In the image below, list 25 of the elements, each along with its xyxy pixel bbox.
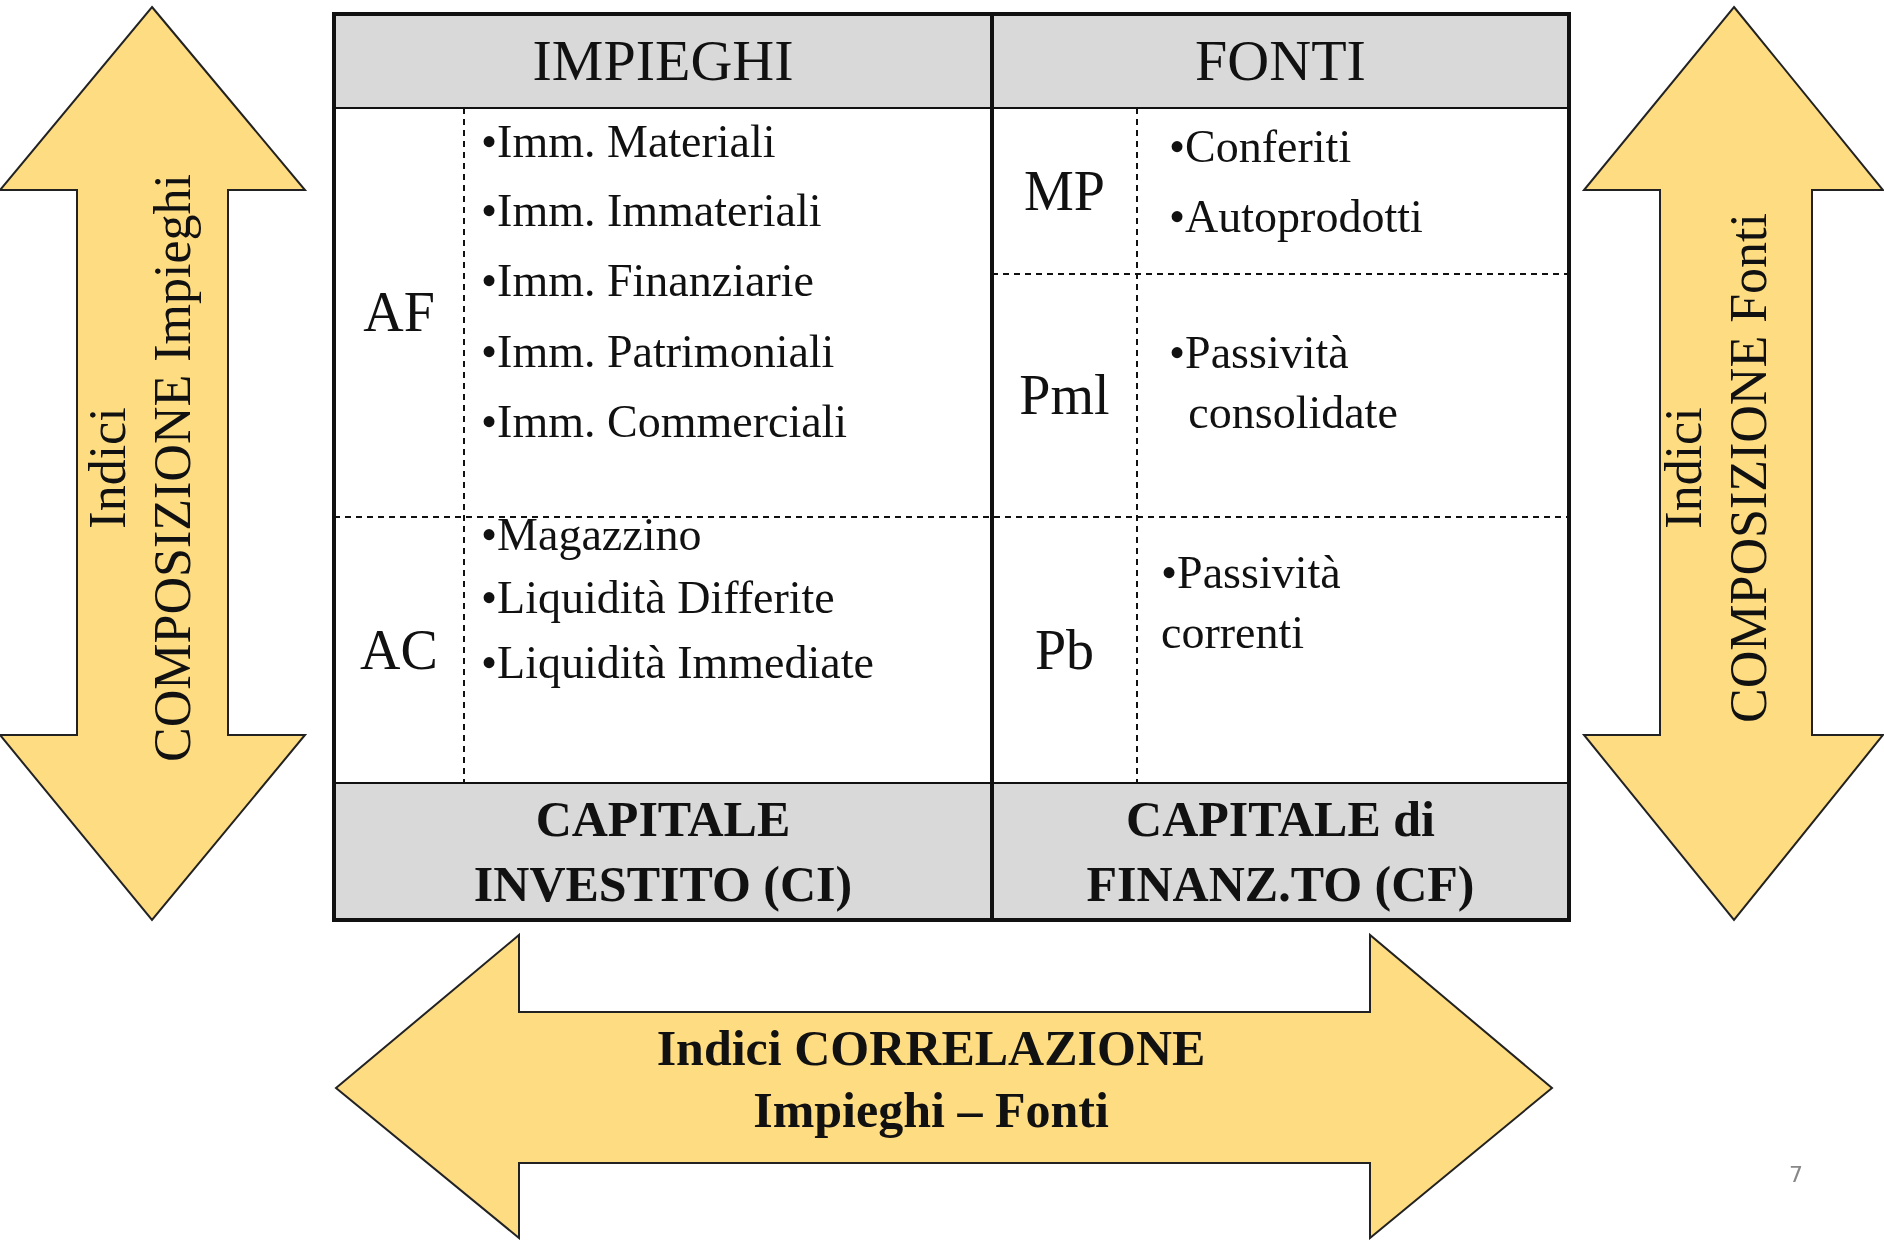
- page-number: 7: [1789, 1160, 1803, 1189]
- list-item: •Imm. Finanziarie: [481, 254, 814, 309]
- row-label: MP: [1024, 158, 1105, 224]
- arrow-label: Indici CORRELAZIONE Impieghi – Fonti: [655, 1018, 1207, 1140]
- row-label: Pb: [1034, 617, 1095, 683]
- column-header: FONTI: [1195, 27, 1366, 96]
- list-item: •Autoprodotti: [1169, 190, 1423, 245]
- row-label: AF: [363, 280, 435, 346]
- arrow-label: Indici COMPOSIZIONE Fonti: [1654, 212, 1778, 725]
- list-item: •Liquidità Differite: [481, 571, 835, 626]
- row-label: AC: [360, 617, 438, 683]
- footer-label: CAPITALE di FINANZ.TO (CF): [1086, 789, 1475, 914]
- list-item: •Imm. Patrimoniali: [481, 325, 835, 380]
- row-label: Pml: [1019, 363, 1110, 429]
- list-item: •Liquidità Immediate: [481, 636, 874, 691]
- list-item: •Imm. Materiali: [481, 115, 776, 170]
- footer-label: CAPITALE INVESTITO (CI): [473, 789, 853, 914]
- list-item: •Imm. Immateriali: [481, 184, 822, 239]
- list-item: •Magazzino: [481, 508, 702, 563]
- list-item: •Imm. Commerciali: [481, 395, 848, 450]
- list-item: •Conferiti: [1169, 120, 1352, 175]
- list-item: •Passività consolidate: [1169, 326, 1398, 440]
- list-item: •Passività correnti: [1161, 546, 1341, 660]
- column-header: IMPIEGHI: [532, 27, 794, 96]
- arrow-label: Indici COMPOSIZIONE Impieghi: [78, 173, 202, 764]
